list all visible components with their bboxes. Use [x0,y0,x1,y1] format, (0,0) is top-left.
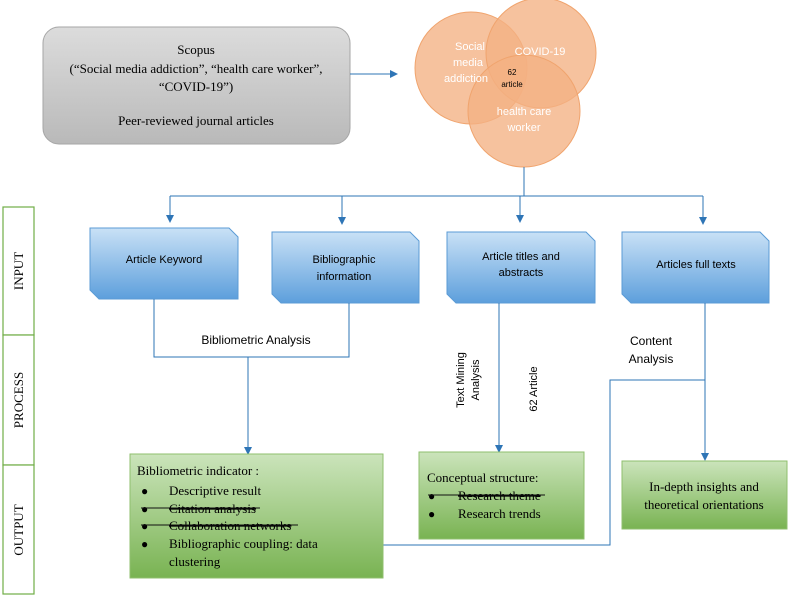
input-titles-label-1: Article titles and [482,251,560,263]
insights-label-2: theoretical orientations [644,497,763,512]
article-count-label: 62 Article [528,366,540,411]
text-mining-label-2: Analysis [470,359,482,400]
input-article-keyword: Article Keyword [89,227,239,300]
input-titles-label-2: abstracts [499,267,544,279]
input-full-texts: Articles full texts [621,231,770,304]
input-titles-abstracts: Article titles and abstracts [446,231,596,304]
svg-text:●: ● [141,537,148,551]
insights-label-1: In-depth insights and [649,479,759,494]
venn-label-health-1: health care [497,106,551,118]
svg-text:●: ● [141,484,148,498]
venn-diagram: Social media addiction COVID-19 health c… [414,0,597,168]
venn-label-social-2: media [453,57,484,69]
phase-output-box [2,464,35,595]
input-bibliographic-info: Bibliographic information [271,231,420,304]
input-biblio-label-2: information [317,271,371,283]
venn-label-social-1: Social [455,41,485,53]
venn-label-social-3: addiction [444,73,488,85]
content-analysis-label-2: Analysis [629,352,674,366]
bibliometric-analysis-label: Bibliometric Analysis [201,333,310,347]
indicator-title: Bibliometric indicator : [137,463,259,478]
indicator-item: Bibliographic coupling: data [169,536,318,551]
source-box: Scopus (“Social media addiction”, “healt… [42,26,351,145]
source-filter: Peer-reviewed journal articles [118,113,274,128]
venn-center-label: article [501,80,523,89]
venn-label-health-2: worker [506,122,540,134]
svg-text:●: ● [428,507,435,521]
indicator-item: Descriptive result [169,483,261,498]
indicator-list: ● Descriptive result ● Citation analysis… [141,483,318,569]
output-in-depth-insights: In-depth insights and theoretical orient… [621,460,788,530]
process-connectors [153,299,709,546]
input-biblio-label-1: Bibliographic [313,254,376,266]
svg-text:●: ● [141,519,148,533]
conceptual-title: Conceptual structure: [427,470,539,485]
venn-center-count: 62 [508,68,517,77]
phase-process-box [2,334,35,466]
source-query-line2: “COVID-19”) [159,79,233,94]
output-bibliometric-indicator: Bibliometric indicator : ● Descriptive r… [129,453,384,579]
phase-column: INPUT PROCESS OUTPUT [2,206,35,595]
text-mining-label-1: Text Mining [455,352,467,408]
input-keyword-label: Article Keyword [126,254,202,266]
venn-to-inputs-connector [166,167,707,225]
phase-input-label: INPUT [11,252,26,290]
input-fulltext-label: Articles full texts [656,259,736,271]
svg-text:●: ● [141,502,148,516]
content-analysis-label-1: Content [630,334,673,348]
source-query-line1: (“Social media addiction”, “health care … [69,61,322,76]
phase-output-label: OUTPUT [11,504,26,555]
conceptual-item: Research trends [458,506,541,521]
venn-label-covid: COVID-19 [515,46,566,58]
indicator-item: clustering [169,554,221,569]
source-title: Scopus [177,42,215,57]
phase-process-label: PROCESS [11,372,26,428]
output-conceptual-structure: Conceptual structure: ● Research theme ●… [418,451,585,540]
svg-text:●: ● [428,489,435,503]
